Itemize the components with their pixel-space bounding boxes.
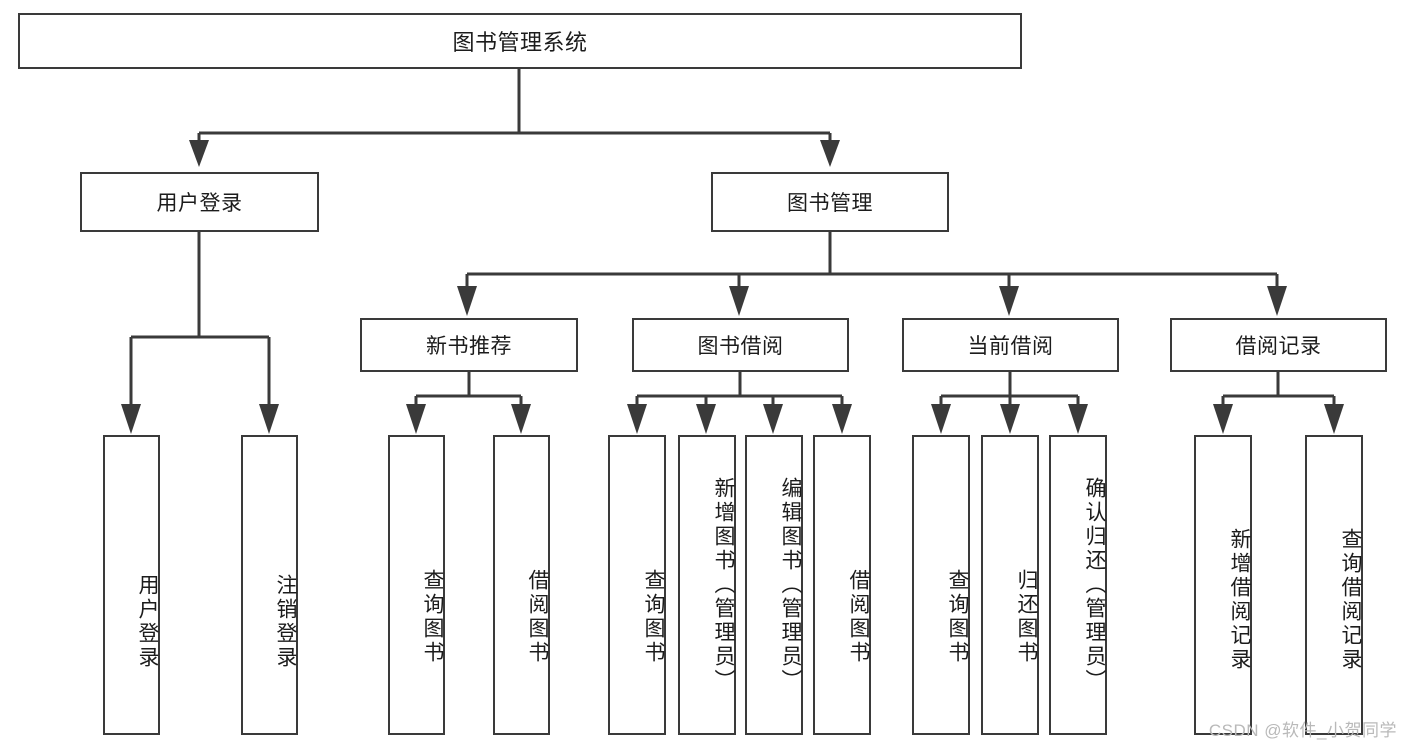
node-label: 确认归还（管理员） <box>1083 477 1106 693</box>
node-current-borrow[interactable]: 当前借阅 <box>902 318 1119 372</box>
node-new-book-recommend[interactable]: 新书推荐 <box>360 318 578 372</box>
node-label: 归还图书 <box>1015 569 1038 665</box>
csdn-watermark: CSDN @软件_小贺同学 <box>1208 721 1397 740</box>
node-label: 编辑图书（管理员） <box>779 477 802 693</box>
node-label: 借阅图书 <box>526 569 549 665</box>
node-book-management[interactable]: 图书管理 <box>711 172 949 232</box>
leaf-query-borrow-record[interactable]: 查询借阅记录 <box>1305 435 1363 735</box>
leaf-query-book-recommend[interactable]: 查询图书 <box>388 435 445 735</box>
node-label: 借阅记录 <box>1235 335 1322 358</box>
node-label: 借阅图书 <box>847 569 870 665</box>
leaf-add-book-admin[interactable]: 新增图书（管理员） <box>678 435 736 735</box>
leaf-confirm-return-admin[interactable]: 确认归还（管理员） <box>1049 435 1107 735</box>
node-label: 查询借阅记录 <box>1339 528 1362 672</box>
leaf-query-book-borrow[interactable]: 查询图书 <box>608 435 666 735</box>
node-label: 查询图书 <box>946 569 969 665</box>
node-label: 图书管理 <box>787 192 873 215</box>
node-label: 图书借阅 <box>697 335 784 358</box>
node-label: 新增图书（管理员） <box>712 477 735 693</box>
node-label: 用户登录 <box>156 192 243 215</box>
leaf-borrow-book[interactable]: 借阅图书 <box>813 435 871 735</box>
leaf-user-logout[interactable]: 注销登录 <box>241 435 298 735</box>
node-label: 新增借阅记录 <box>1228 528 1251 672</box>
node-user-login[interactable]: 用户登录 <box>80 172 319 232</box>
node-root-system[interactable]: 图书管理系统 <box>18 13 1022 69</box>
node-book-borrow[interactable]: 图书借阅 <box>632 318 849 372</box>
node-label: 当前借阅 <box>967 335 1054 358</box>
leaf-return-book[interactable]: 归还图书 <box>981 435 1039 735</box>
node-borrow-record[interactable]: 借阅记录 <box>1170 318 1387 372</box>
node-label: 新书推荐 <box>426 335 512 358</box>
node-label: 图书管理系统 <box>452 30 588 55</box>
node-label: 查询图书 <box>642 569 665 665</box>
leaf-borrow-book-recommend[interactable]: 借阅图书 <box>493 435 550 735</box>
node-label: 用户登录 <box>136 574 159 670</box>
leaf-add-borrow-record[interactable]: 新增借阅记录 <box>1194 435 1252 735</box>
leaf-query-book-current[interactable]: 查询图书 <box>912 435 970 735</box>
leaf-user-login[interactable]: 用户登录 <box>103 435 160 735</box>
node-label: 查询图书 <box>421 569 444 665</box>
node-label: 注销登录 <box>274 574 297 670</box>
leaf-edit-book-admin[interactable]: 编辑图书（管理员） <box>745 435 803 735</box>
